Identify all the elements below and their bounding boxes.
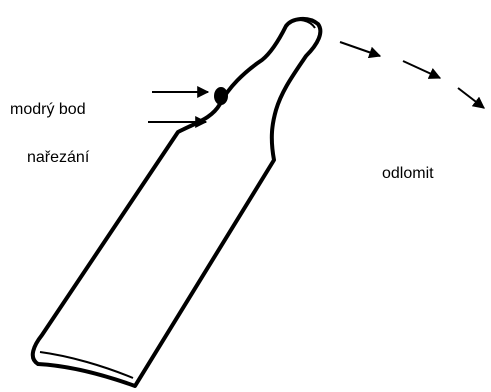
trajectory-arrow-2	[403, 61, 440, 78]
trajectory-arrow-1	[340, 42, 380, 56]
ampoule-outline	[33, 19, 321, 386]
trajectory-arrow-3	[458, 88, 484, 108]
ampoule	[33, 19, 321, 386]
blue-dot-mark	[214, 87, 228, 105]
label-cut: nařezání	[27, 150, 89, 166]
label-break-off: odlomit	[382, 166, 434, 182]
label-blue-dot: modrý bod	[10, 102, 86, 118]
pointer-arrows	[148, 92, 208, 122]
break-off-trajectory	[340, 42, 484, 108]
